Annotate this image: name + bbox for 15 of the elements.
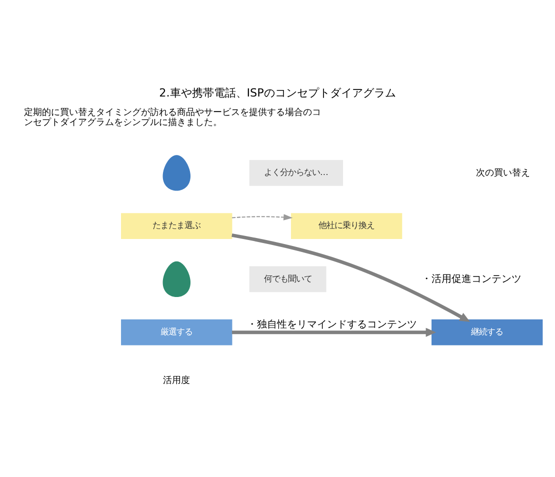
node-box: 継続する (432, 318, 543, 345)
label: 次の買い替え (476, 168, 530, 178)
label: 定期的に買い替えタイミングが訪れる商品やサービスを提供する場合のコンセプトダイアグラムをシンプルに描きました。 (24, 108, 322, 128)
label: 活用度 (163, 375, 190, 386)
node-person (162, 260, 190, 297)
arrow (232, 327, 436, 336)
diagram-title: 2.車や携帯電話、ISPのコンセプトダイアグラム (159, 86, 396, 100)
node-box: 厳選する (121, 318, 232, 345)
node-box: 他社に乗り換え (290, 212, 402, 238)
arrow (232, 232, 470, 322)
node-box: たまたま選ぶ (121, 212, 232, 238)
edge-label: ・活用促進コンテンツ (421, 273, 522, 284)
node-person (162, 154, 190, 190)
arrow (232, 214, 293, 220)
edge-label: ・独自性をリマインドするコンテンツ (246, 319, 417, 330)
